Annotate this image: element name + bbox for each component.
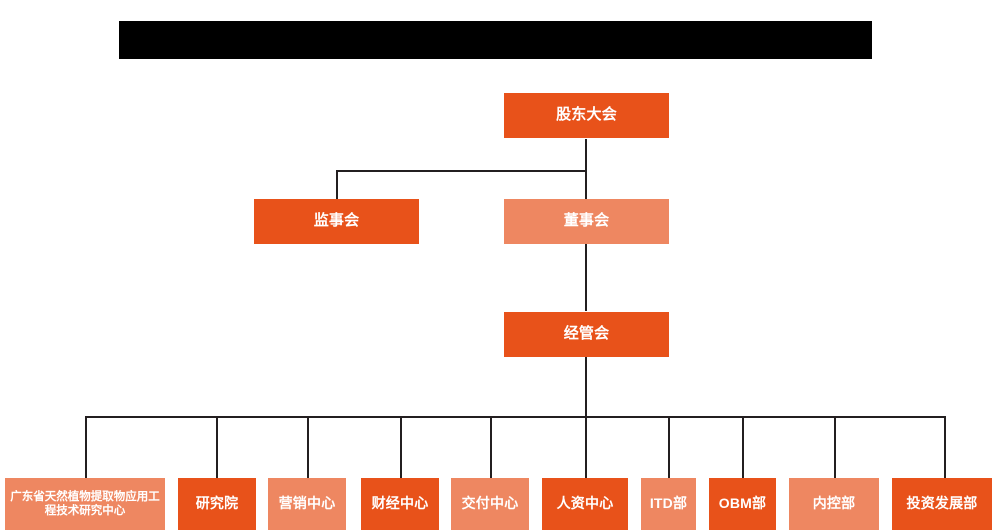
node-management[interactable]: 经管会 (504, 312, 669, 357)
connector-drop-finance-center (400, 416, 402, 478)
connector-drop-itd-dept (668, 416, 670, 478)
connector-drop-hr-center (585, 416, 587, 478)
node-marketing-center-label: 营销中心 (278, 495, 336, 512)
connector-drop-internal-control-dept (834, 416, 836, 478)
node-directors-label: 董事会 (563, 212, 610, 230)
node-obm-dept[interactable]: OBM部 (709, 478, 776, 530)
connector-drop-research-center (85, 416, 87, 478)
node-supervisors-label: 监事会 (313, 212, 360, 230)
node-hr-center-label: 人资中心 (556, 495, 614, 512)
connector-shareholders-down (585, 139, 587, 171)
connector-drop-institute (216, 416, 218, 478)
node-research-center-label: 广东省天然植物提取物应用工程技术研究中心 (10, 490, 160, 517)
node-shareholders[interactable]: 股东大会 (504, 93, 669, 138)
node-internal-control-dept-label: 内控部 (812, 495, 856, 512)
node-investment-development-dept-label: 投资发展部 (906, 495, 978, 512)
connector-directors-drop (585, 170, 587, 200)
node-institute[interactable]: 研究院 (178, 478, 256, 530)
node-management-label: 经管会 (563, 325, 610, 343)
connector-drop-delivery-center (490, 416, 492, 478)
node-investment-development-dept[interactable]: 投资发展部 (892, 478, 992, 530)
redacted-title-bar (119, 21, 872, 59)
connector-management-down (585, 357, 587, 417)
node-finance-center-label: 财经中心 (371, 495, 429, 512)
node-finance-center[interactable]: 财经中心 (361, 478, 439, 530)
node-internal-control-dept[interactable]: 内控部 (789, 478, 879, 530)
connector-level4-bus (85, 416, 945, 418)
node-institute-label: 研究院 (195, 495, 239, 512)
node-marketing-center[interactable]: 营销中心 (268, 478, 346, 530)
node-hr-center[interactable]: 人资中心 (542, 478, 628, 530)
connector-drop-investment-development-dept (944, 416, 946, 478)
node-shareholders-label: 股东大会 (556, 106, 617, 124)
node-itd-dept[interactable]: ITD部 (641, 478, 696, 530)
connector-drop-obm-dept (742, 416, 744, 478)
node-delivery-center[interactable]: 交付中心 (451, 478, 529, 530)
node-itd-dept-label: ITD部 (649, 495, 688, 512)
node-obm-dept-label: OBM部 (718, 495, 767, 512)
node-supervisors[interactable]: 监事会 (254, 199, 419, 244)
connector-directors-to-management (585, 243, 587, 311)
node-research-center[interactable]: 广东省天然植物提取物应用工程技术研究中心 (5, 478, 165, 530)
connector-level2-bus (336, 170, 587, 172)
connector-supervisors-drop (336, 170, 338, 200)
connector-drop-marketing-center (307, 416, 309, 478)
node-delivery-center-label: 交付中心 (461, 495, 519, 512)
node-directors[interactable]: 董事会 (504, 199, 669, 244)
